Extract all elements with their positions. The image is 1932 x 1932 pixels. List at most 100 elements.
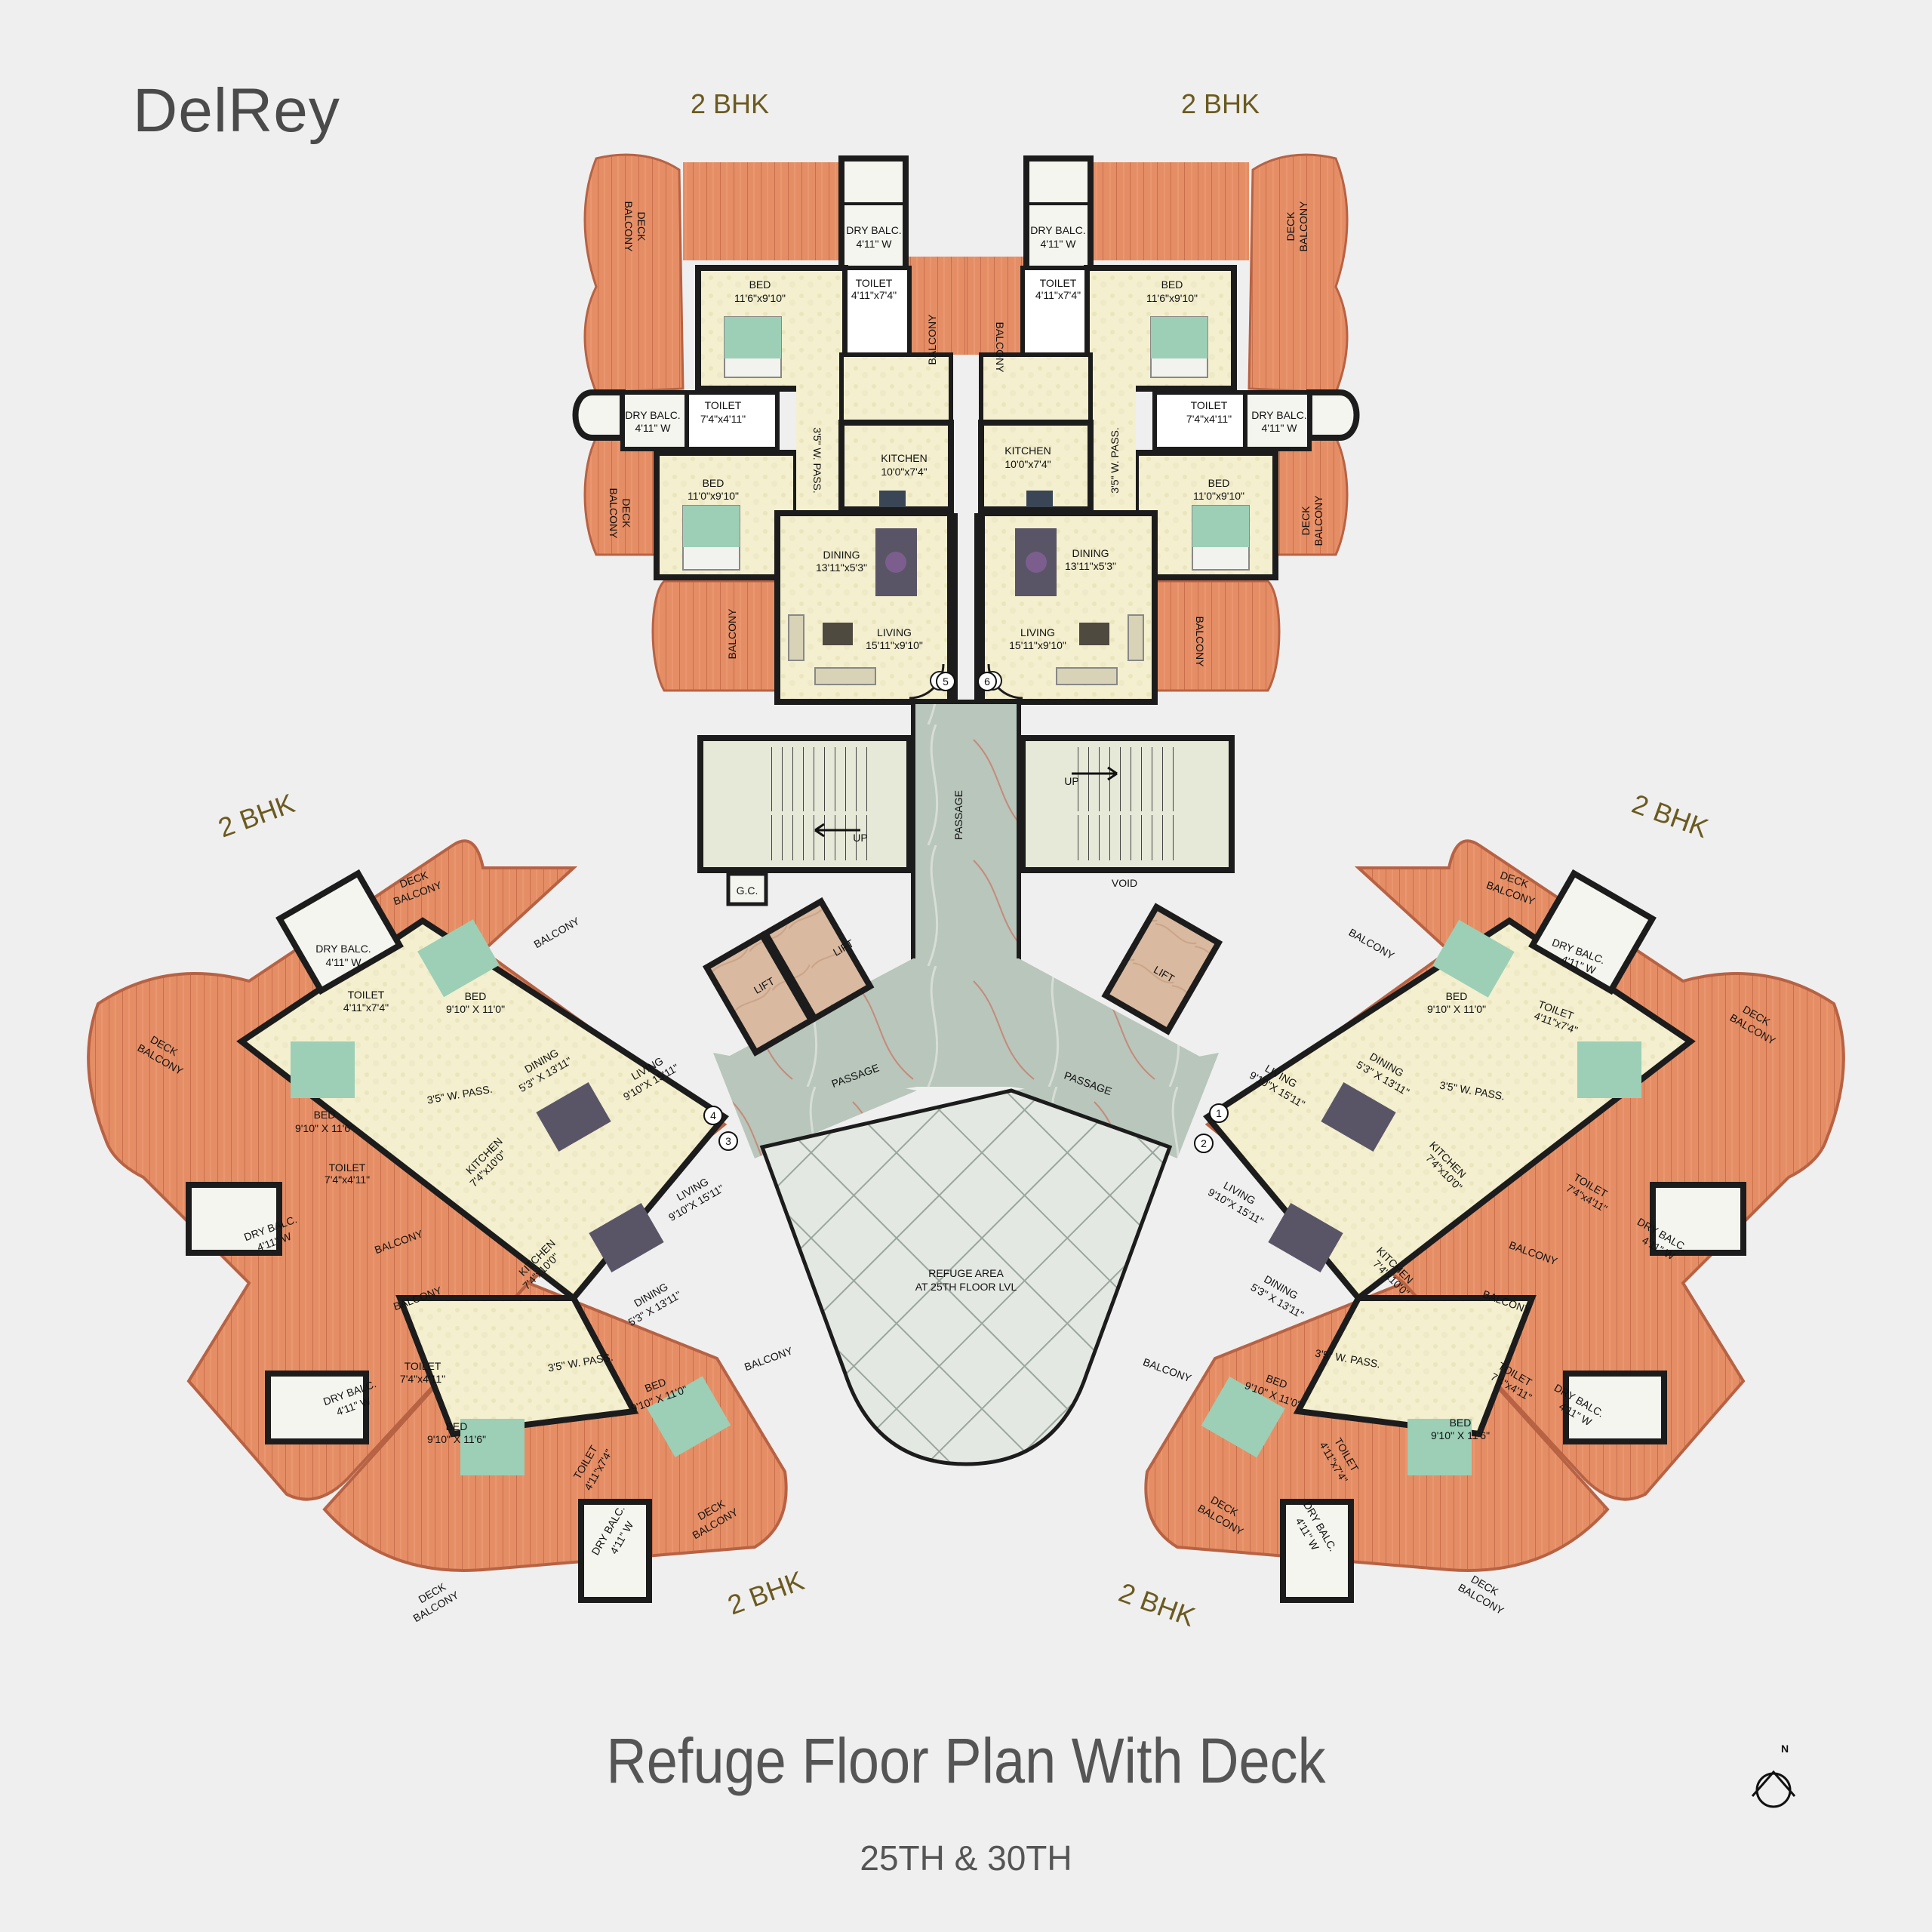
bed-label: BED [1450, 1417, 1472, 1429]
bed-size: 11'6"x9'10" [1146, 292, 1198, 304]
toilet-label: TOILET [348, 989, 385, 1001]
compass-north-label: N [1781, 1743, 1789, 1755]
balcony-label: BALCONY [1347, 926, 1398, 962]
w-pass-label: 3'5" W. PASS. [1109, 427, 1121, 494]
flat-number: 4 [710, 1109, 716, 1121]
unit-type-label: 2 BHK [1628, 788, 1712, 844]
unit-type-label: 2 BHK [1115, 1577, 1199, 1632]
bed-label: BED [446, 1420, 468, 1432]
bed-size: 11'6"x9'10" [734, 292, 786, 304]
toilet-label: TOILET [1040, 277, 1077, 289]
unit-type-label: 2 BHK [724, 1564, 808, 1620]
page-title: Refuge Floor Plan With Deck [606, 1725, 1326, 1796]
page-subtitle: 25TH & 30TH [860, 1838, 1072, 1878]
dry-balc-label: DRY BALC. [1030, 224, 1085, 236]
kitchen-label: KITCHEN [1004, 445, 1051, 457]
bed-size: 11'0"x9'10" [688, 490, 739, 502]
balcony-label: BALCONY [726, 608, 738, 660]
toilet-label: TOILET [405, 1360, 441, 1372]
deck-label: BALCONY [608, 488, 620, 540]
dry-balc-label: DRY BALC. [1251, 409, 1306, 421]
dining-label: DINING [823, 549, 860, 561]
right-wing-units [1144, 839, 1845, 1603]
passage-label: PASSAGE [952, 790, 964, 840]
bed-label: BED [465, 990, 487, 1002]
bed-size: 9'10" X 11'6" [295, 1122, 354, 1134]
toilet-label: TOILET [856, 277, 893, 289]
deck-label: DECK [620, 499, 632, 529]
flat-number: 6 [984, 675, 990, 688]
stair-arrow-icon [814, 823, 825, 838]
dry-balc-label: DRY BALC. [625, 409, 680, 421]
dry-balc-label: DRY BALC. [315, 943, 371, 955]
toilet-size: 7'4"x4'11" [325, 1174, 370, 1186]
balcony-label: BALCONY [926, 314, 938, 365]
dry-balc-label: DRY BALC. [846, 224, 901, 236]
refuge-label: REFUGE AREA [928, 1267, 1004, 1279]
void-label: VOID [1112, 877, 1137, 889]
kitchen-size: 10'0"x7'4" [881, 466, 927, 478]
dry-balc-size: 4'11" W [1040, 238, 1076, 250]
flat-number: 5 [943, 675, 949, 688]
dry-balc-size: 4'11" W [856, 238, 892, 250]
deck-label: DECK [1300, 506, 1312, 536]
bed-label: BED [749, 278, 771, 291]
living-label: LIVING [1020, 626, 1055, 638]
kitchen-label: KITCHEN [881, 452, 927, 464]
unit-type-label: 2 BHK [214, 787, 299, 843]
bed-label: BED [314, 1109, 336, 1121]
flat-number: 1 [1216, 1107, 1222, 1119]
compass-icon: N [1751, 1743, 1796, 1808]
bed-size: 9'10" X 11'0" [446, 1003, 505, 1015]
deck-label: DECK [635, 212, 648, 242]
toilet-size: 4'11"x7'4" [851, 289, 897, 301]
bed-label: BED [1208, 477, 1230, 489]
bed-size: 9'10" X 11'0" [1427, 1003, 1486, 1015]
bed-label: BED [703, 477, 724, 489]
toilet-label: TOILET [1191, 399, 1228, 411]
balcony-label: BALCONY [994, 322, 1006, 374]
toilet-label: TOILET [705, 399, 742, 411]
stair-arrow-icon [1107, 766, 1118, 781]
flat-number: 3 [725, 1135, 731, 1147]
left-wing-units [87, 839, 788, 1603]
balcony-label: BALCONY [1142, 1355, 1194, 1384]
unit-type-label: 2 BHK [1181, 88, 1260, 119]
balcony-label: BALCONY [743, 1344, 795, 1373]
toilet-size: 7'4"x4'11" [1186, 413, 1232, 425]
gc-label: G.C. [737, 884, 758, 897]
living-size: 15'11"x9'10" [866, 639, 923, 651]
toilet-label: TOILET [329, 1161, 366, 1174]
toilet-size: 7'4"x4'11" [400, 1373, 445, 1385]
toilet-size: 4'11"x7'4" [1035, 289, 1081, 301]
kitchen-size: 10'0"x7'4" [1004, 458, 1051, 470]
deck-label: BALCONY [1297, 201, 1309, 252]
bed-size: 11'0"x9'10" [1193, 490, 1244, 502]
stair-up-label: UP [1064, 775, 1078, 787]
toilet-size: 7'4"x4'11" [700, 413, 746, 425]
bed-size: 9'10" X 11'6" [427, 1433, 486, 1445]
toilet-size: 4'11"x7'4" [343, 1001, 389, 1014]
dining-size: 13'11"x5'3" [1065, 560, 1116, 572]
deck-label: DECK [1284, 211, 1297, 242]
balcony-label: BALCONY [1194, 617, 1206, 668]
brand-logo: DelRey [133, 76, 340, 145]
deck-label: BALCONY [623, 202, 635, 253]
core [697, 700, 1235, 1466]
flat-number: 2 [1201, 1137, 1207, 1149]
living-size: 15'11"x9'10" [1009, 639, 1066, 651]
dining-label: DINING [1072, 547, 1109, 559]
deck-label: BALCONY [1312, 495, 1324, 546]
living-label: LIVING [877, 626, 912, 638]
dry-balc-size: 4'11" W [635, 422, 671, 434]
w-pass-label: 3'5" W. PASS. [811, 427, 823, 494]
balcony-label: BALCONY [532, 915, 583, 951]
unit-type-label: 2 BHK [691, 88, 769, 119]
bed-label: BED [1446, 990, 1468, 1002]
flat-numbers: 5 6 4 3 1 2 [703, 672, 1229, 1153]
dining-size: 13'11"x5'3" [816, 561, 867, 574]
bed-size: 9'10" X 11'6" [1431, 1429, 1490, 1441]
refuge-label: AT 25TH FLOOR LVL [915, 1281, 1017, 1293]
bed-label: BED [1161, 278, 1183, 291]
